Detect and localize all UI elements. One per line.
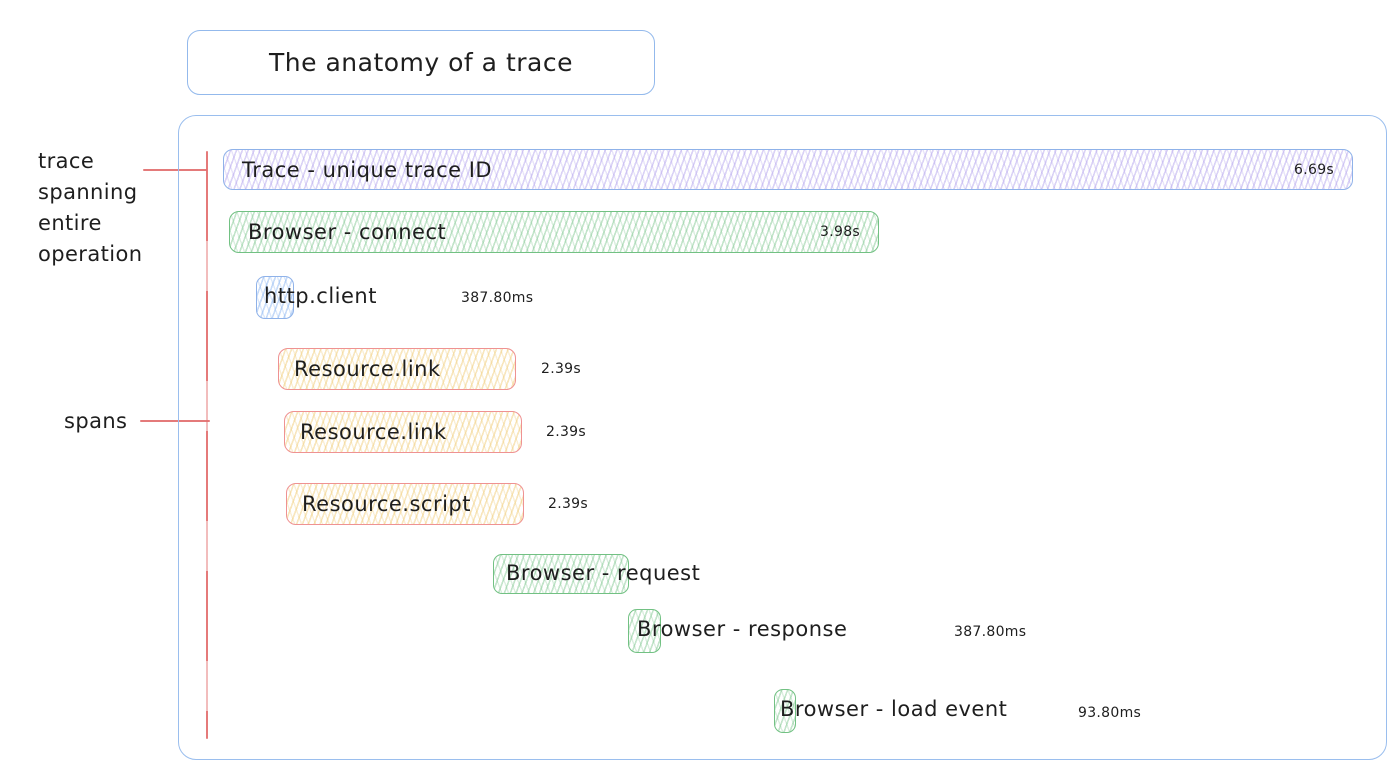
span-duration-resource-link-2: 2.39s [546, 424, 586, 440]
annotation-trace-spanning: trace spanning entire operation [38, 149, 143, 266]
span-bar-browser-connect: Browser - connect 3.98s [229, 211, 879, 253]
span-label-http-client: http.client [264, 284, 377, 308]
title-box: The anatomy of a trace [187, 30, 655, 95]
span-bar-trace: Trace - unique trace ID 6.69s [223, 149, 1353, 190]
span-box-browser-load-event [774, 689, 796, 733]
span-box-http-client [256, 276, 294, 319]
span-box-resource-script: Resource.script [286, 483, 524, 525]
span-label-trace: Trace - unique trace ID [242, 157, 493, 182]
span-box-browser-response [628, 609, 661, 653]
trace-container: Trace - unique trace ID 6.69s Browser - … [178, 115, 1387, 760]
span-label-browser-connect: Browser - connect [248, 220, 447, 244]
spans-annotation-connector-line [140, 420, 210, 422]
span-duration-resource-script: 2.39s [548, 496, 588, 512]
span-label-resource-script: Resource.script [302, 492, 471, 516]
span-label-browser-load-event: Browser - load event [780, 697, 1008, 721]
annotation-spans: spans [64, 409, 128, 433]
span-box-browser-request [493, 554, 629, 594]
span-duration-browser-load-event: 93.80ms [1078, 705, 1142, 721]
span-label-browser-request: Browser - request [506, 561, 701, 585]
span-duration-trace: 6.69s [1294, 161, 1334, 178]
span-label-resource-link-1: Resource.link [294, 357, 441, 381]
span-duration-browser-connect: 3.98s [820, 224, 860, 240]
span-duration-resource-link-1: 2.39s [541, 361, 581, 377]
span-duration-http-client: 387.80ms [461, 290, 534, 306]
trace-annotation-connector-line [143, 169, 207, 171]
span-box-resource-link-1: Resource.link [278, 348, 516, 390]
span-label-browser-response: Browser - response [637, 617, 848, 641]
span-duration-browser-response: 387.80ms [954, 624, 1027, 640]
spans-bracket-line [206, 151, 208, 739]
span-label-resource-link-2: Resource.link [300, 420, 447, 444]
diagram-title: The anatomy of a trace [269, 48, 573, 77]
span-box-resource-link-2: Resource.link [284, 411, 522, 453]
